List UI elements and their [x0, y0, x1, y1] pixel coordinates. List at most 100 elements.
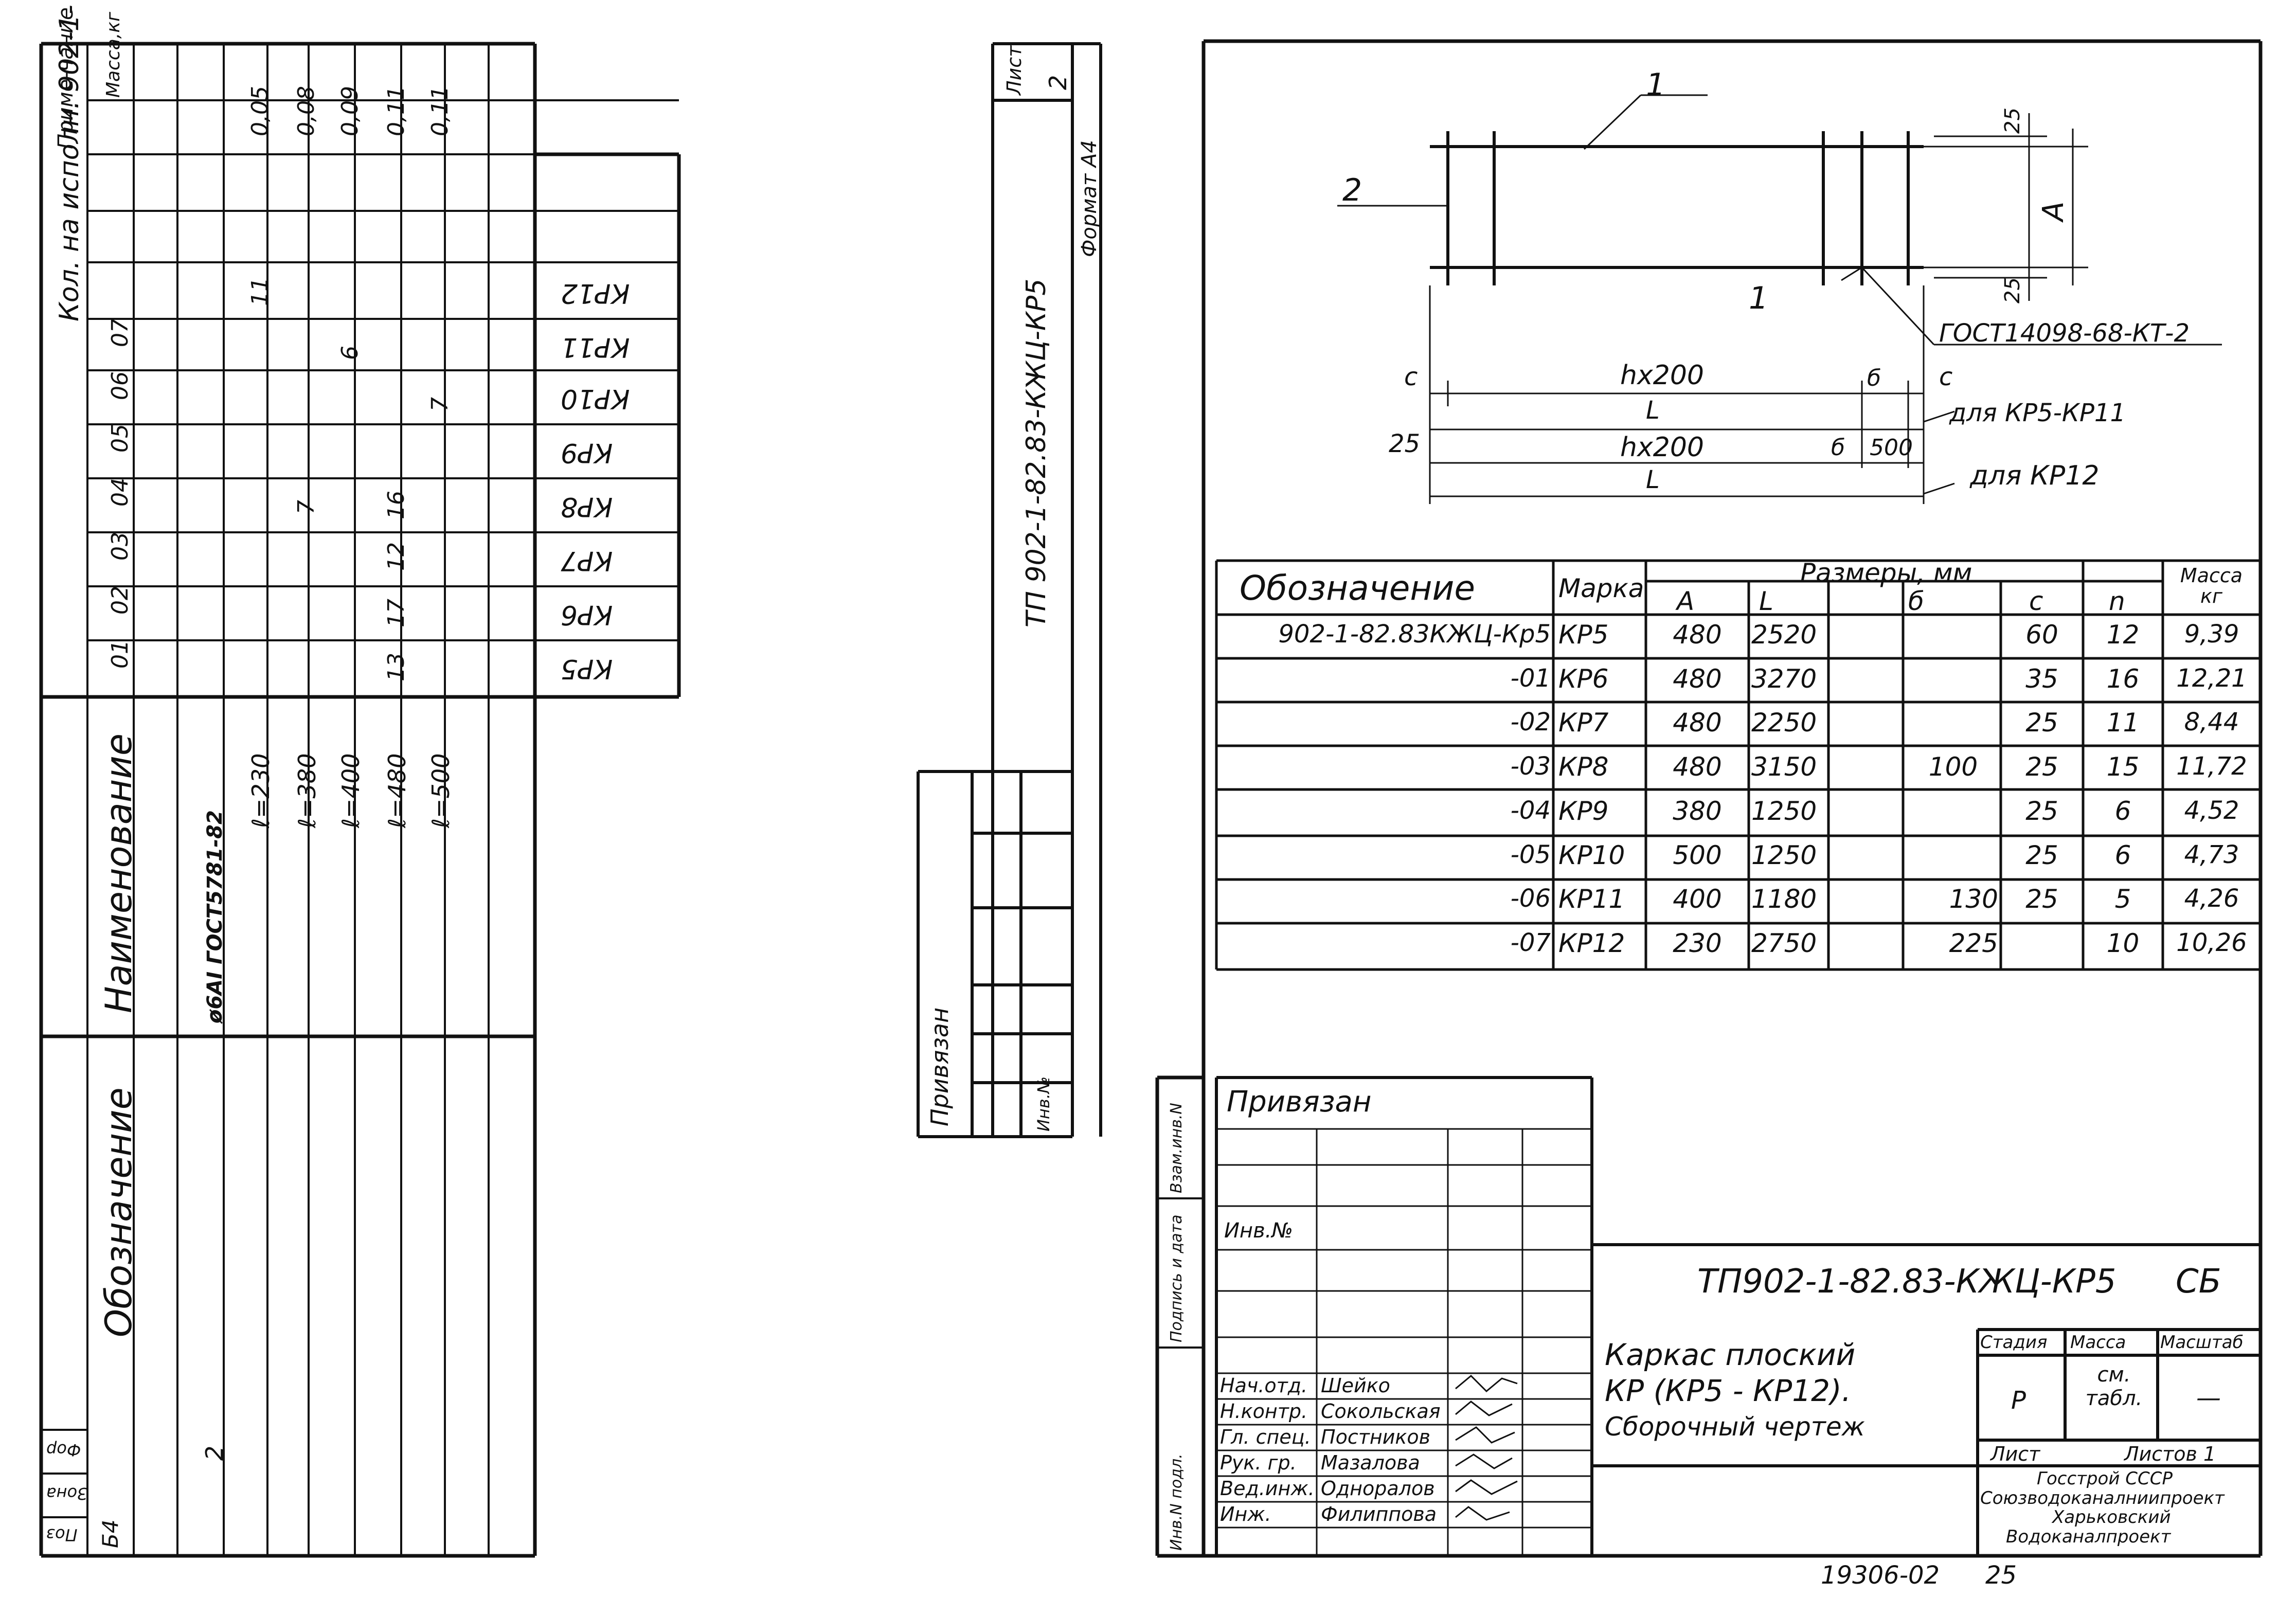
param-cell-mass: 9,39 — [2184, 620, 2239, 649]
main-frame — [1155, 39, 2263, 1558]
param-cell-L: 3150 — [1751, 752, 1817, 782]
dim-n200-1: hx200 — [1620, 360, 1704, 391]
stamp-code-pos: Поз — [46, 1525, 78, 1545]
param-cell-mass: 10,26 — [2176, 928, 2247, 957]
mark-kr12: КР12 — [561, 278, 630, 309]
label-for-kr12: для КР12 — [1970, 460, 2100, 491]
param-cell-L: 2250 — [1751, 708, 1817, 738]
mark-kr11: КР11 — [561, 332, 630, 363]
spec-qty-r4-v01: 13 — [383, 653, 409, 681]
spec-length-2: ℓ=380 — [293, 753, 321, 828]
dim-b-1: б — [1867, 365, 1881, 391]
mass-value: см. табл. — [2085, 1363, 2143, 1410]
param-cell-mark: КР6 — [1558, 663, 1609, 694]
th-n: n — [2109, 586, 2125, 616]
dim-A: A — [2037, 201, 2070, 221]
param-cell-n: 10 — [2106, 928, 2140, 958]
param-cell-mark: КР5 — [1558, 620, 1609, 650]
side-header-grid — [1157, 1197, 1204, 1349]
staff-role: Гл. спец. — [1220, 1426, 1311, 1448]
title-block-lines — [1215, 1076, 2261, 1556]
org-line-1: Госстрой СССР — [2037, 1468, 2173, 1489]
th-b: б — [1908, 586, 1924, 616]
staff-role: Нач.отд. — [1220, 1374, 1308, 1397]
side-sheet-label: Лист — [1003, 45, 1026, 95]
staff-name: Мазалова — [1321, 1451, 1420, 1474]
param-cell-L: 3270 — [1751, 663, 1817, 694]
th-c: c — [2029, 586, 2043, 616]
binding-inv-label: Инв.№ — [1224, 1219, 1293, 1243]
param-cell-c: 25 — [2025, 752, 2058, 782]
th-designation: Обозначение — [1240, 568, 1475, 608]
frame-sketch — [1430, 131, 1924, 285]
spec-length-3: ℓ=400 — [337, 753, 365, 828]
org-line-3: Харьковский — [2052, 1507, 2171, 1528]
param-cell-n: 11 — [2106, 708, 2140, 738]
side-strip — [917, 42, 1102, 1138]
th-stage: Стадия — [1980, 1332, 2048, 1353]
spec-mass-2: 0,08 — [293, 86, 319, 136]
side-binding-label: Привязан — [926, 1007, 954, 1126]
param-cell-mark: КР9 — [1558, 796, 1609, 826]
th-mark: Марка — [1558, 573, 1644, 603]
param-cell-c2: 130 — [1949, 884, 1998, 914]
param-cell-n: 5 — [2114, 884, 2131, 914]
side-inv-label: Инв.№ — [1034, 1076, 1053, 1132]
title-line-2: КР (КР5 - КР12). — [1605, 1373, 1852, 1408]
mark-kr10: КР10 — [561, 383, 630, 414]
spec-qty-r1-v07: 11 — [247, 277, 273, 306]
spec-qty-r4-v02: 17 — [383, 599, 409, 627]
variant-03: 03 — [107, 532, 133, 561]
signatures — [1455, 1374, 1518, 1521]
th-tb-mass: Масса — [2070, 1332, 2126, 1353]
spec-qty-r5-v05: 7 — [427, 397, 453, 411]
spec-name-header: Наименование — [98, 733, 140, 1013]
param-cell-c: 25 — [2025, 840, 2058, 870]
param-cell-mark: КР8 — [1558, 752, 1609, 782]
th-mass: Масса кг — [2180, 564, 2243, 607]
spec-qty-r4-v04: 16 — [383, 491, 409, 519]
spec-qty-r4-v03: 12 — [383, 542, 409, 571]
spec-note-sub: Масса,кг — [103, 12, 124, 98]
side-sheet-number: 2 — [1044, 75, 1072, 90]
side-header-inv-orig: Инв.N подл. — [1168, 1453, 1186, 1551]
dim-c-right: c — [1939, 363, 1953, 391]
param-cell-mass: 12,21 — [2176, 663, 2247, 693]
sheets-label: Листов 1 — [2124, 1443, 2216, 1465]
param-cell-n: 6 — [2114, 840, 2131, 870]
param-cell-mass: 8,44 — [2184, 708, 2239, 737]
side-header-signature: Подпись и дата — [1168, 1214, 1186, 1343]
dim-n200-2: hx200 — [1620, 432, 1704, 463]
side-header-replaced: Взам.инв.N — [1168, 1103, 1186, 1193]
staff-name: Одноралов — [1321, 1477, 1435, 1500]
scale-value: — — [2196, 1384, 2221, 1412]
param-cell-des: -07 — [1510, 928, 1551, 957]
param-cell-n: 16 — [2106, 663, 2140, 694]
th-A: A — [1677, 586, 1695, 616]
param-table-lines — [1215, 559, 2261, 971]
param-cell-L: 1250 — [1751, 796, 1817, 826]
param-cell-mass: 4,73 — [2184, 840, 2239, 869]
variant-01: 01 — [107, 640, 133, 669]
param-cell-A: 380 — [1673, 796, 1722, 826]
param-cell-des: -06 — [1510, 884, 1551, 913]
param-cell-des: -03 — [1510, 752, 1551, 781]
sheet-label: Лист — [1990, 1443, 2040, 1465]
param-cell-L: 2520 — [1751, 620, 1817, 650]
stamp-code-zone: Зона — [46, 1484, 88, 1503]
dim-c-left: c — [1404, 363, 1418, 391]
mark-kr5: КР5 — [561, 653, 613, 684]
param-cell-mark: КР7 — [1558, 708, 1609, 738]
dim-25-bottom: 25 — [2001, 277, 2024, 303]
spec-length-1: ℓ=230 — [247, 753, 275, 828]
label-for-kr5-kr11: для КР5-КР11 — [1949, 399, 2126, 427]
param-cell-L: 2750 — [1751, 928, 1817, 958]
variant-07: 07 — [107, 318, 133, 347]
param-cell-A: 480 — [1673, 708, 1722, 738]
param-cell-c: 25 — [2025, 884, 2058, 914]
spec-mass-1: 0,05 — [247, 86, 273, 136]
param-cell-L: 1250 — [1751, 840, 1817, 870]
mark-kr6: КР6 — [561, 599, 613, 630]
spec-grid — [41, 44, 679, 1556]
spec-note-header: Приме-чание — [54, 7, 78, 149]
